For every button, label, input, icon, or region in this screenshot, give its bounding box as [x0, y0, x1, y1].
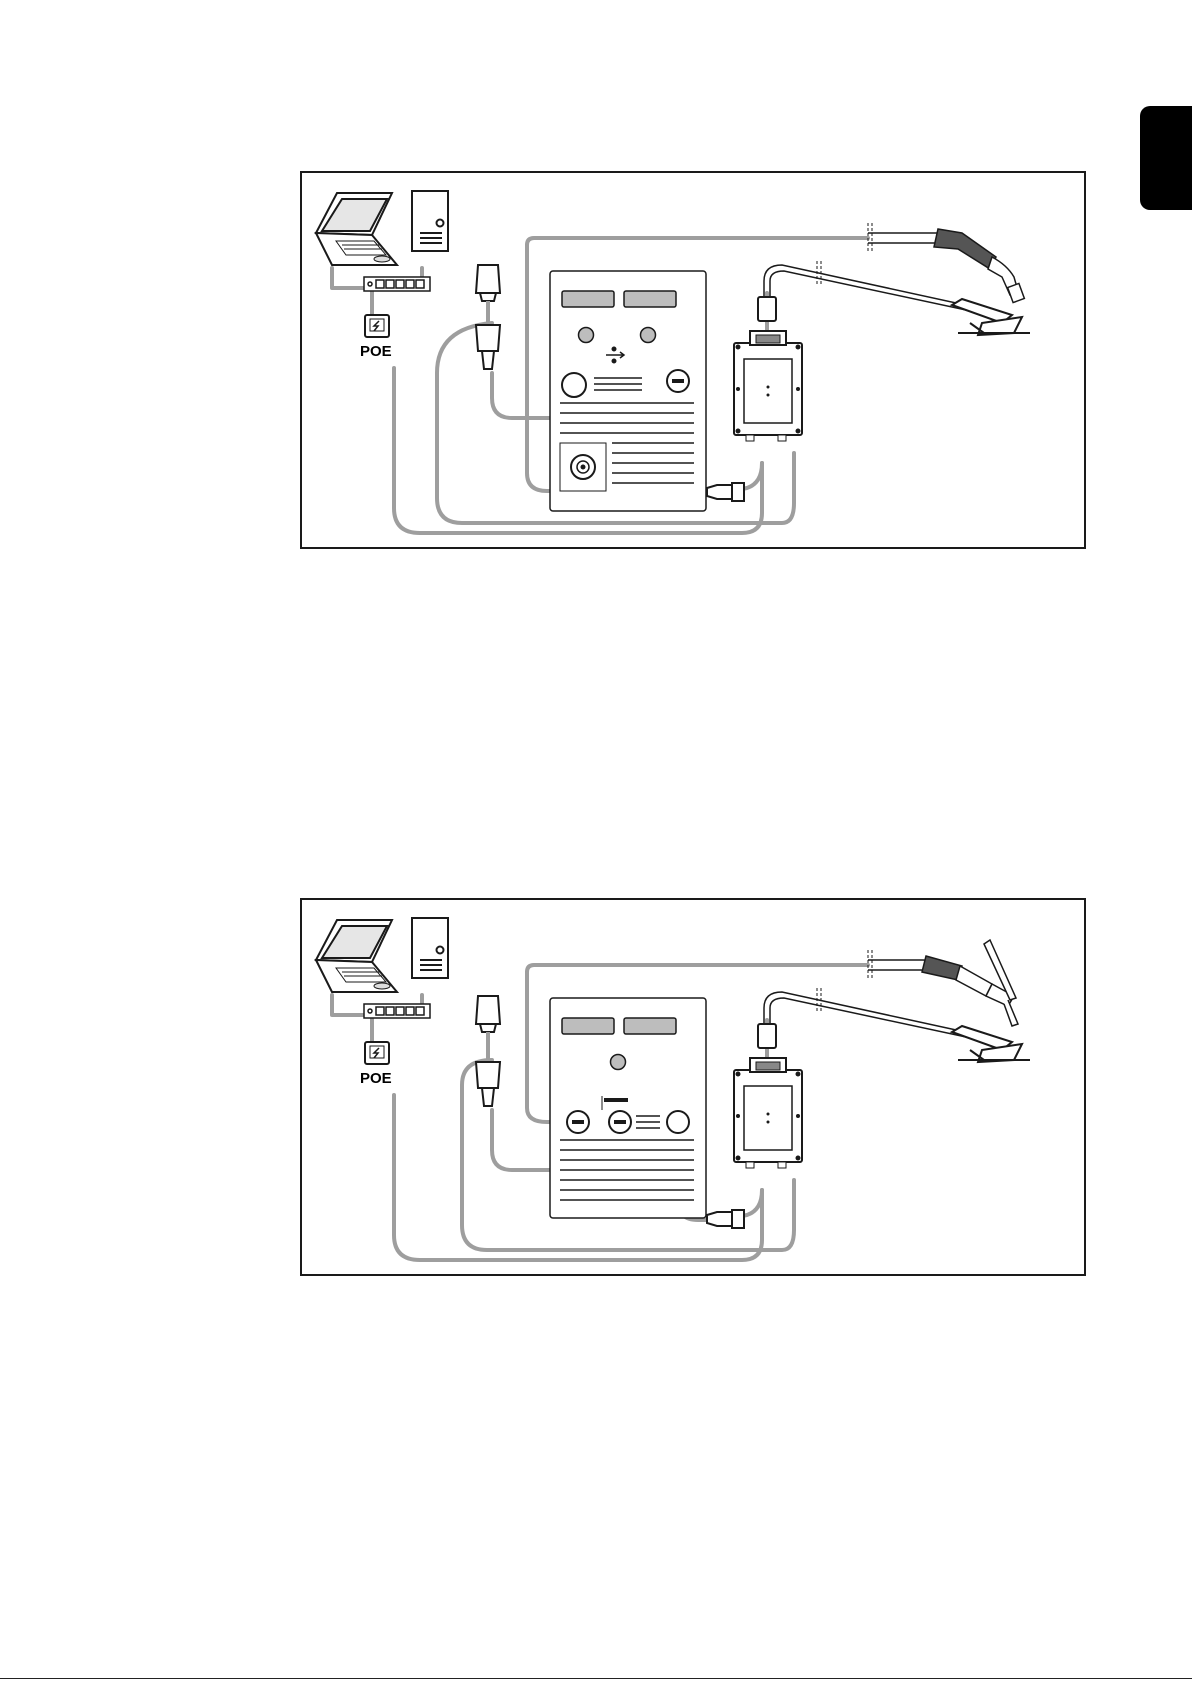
- pc-tower-icon: [412, 191, 448, 251]
- poe-injector-icon: POE: [360, 1042, 392, 1087]
- poe-injector-icon: POE: [360, 315, 392, 360]
- footer-rule: [0, 1678, 1192, 1679]
- tig-torch-icon: [868, 940, 1018, 1026]
- network-switch-icon: [364, 1004, 430, 1018]
- cable-break-marks: [817, 950, 872, 1012]
- ground-cable-plug: [758, 297, 776, 321]
- diagram-svg-2: POE: [302, 900, 1084, 1274]
- language-tab: [1140, 106, 1192, 210]
- laptop-icon: [316, 920, 397, 992]
- connection-diagram-tig: POE: [300, 898, 1086, 1276]
- poe-label: POE: [360, 343, 392, 360]
- ground-clamp-icon: [952, 1026, 1022, 1062]
- ground-cable-plug: [758, 1024, 776, 1048]
- diagram-svg-1: POE: [302, 173, 1084, 547]
- plus-socket: [667, 1111, 689, 1133]
- minus-socket: [667, 370, 689, 392]
- connection-diagram-mig: POE: [300, 171, 1086, 549]
- welding-power-source-icon: [550, 271, 706, 511]
- interconnecting-cable-icon: [476, 996, 500, 1106]
- measurement-box-icon: [734, 1058, 802, 1168]
- cable-plug-icon: [707, 1210, 744, 1228]
- poe-label: POE: [360, 1070, 392, 1087]
- laptop-icon: [316, 193, 397, 265]
- pc-tower-icon: [412, 918, 448, 978]
- minus-socket-gas: [567, 1111, 589, 1133]
- measurement-box-icon: [734, 331, 802, 441]
- interconnecting-cable-icon: [476, 265, 500, 369]
- ground-clamp-icon: [952, 299, 1022, 335]
- plus-socket: [562, 373, 586, 397]
- torch-hosepack-icon: [868, 229, 1024, 303]
- welding-power-source-icon: [550, 998, 706, 1218]
- network-switch-icon: [364, 277, 430, 291]
- minus-socket: [609, 1111, 631, 1133]
- cable-plug-icon: [707, 483, 744, 501]
- cable-break-marks: [817, 223, 872, 285]
